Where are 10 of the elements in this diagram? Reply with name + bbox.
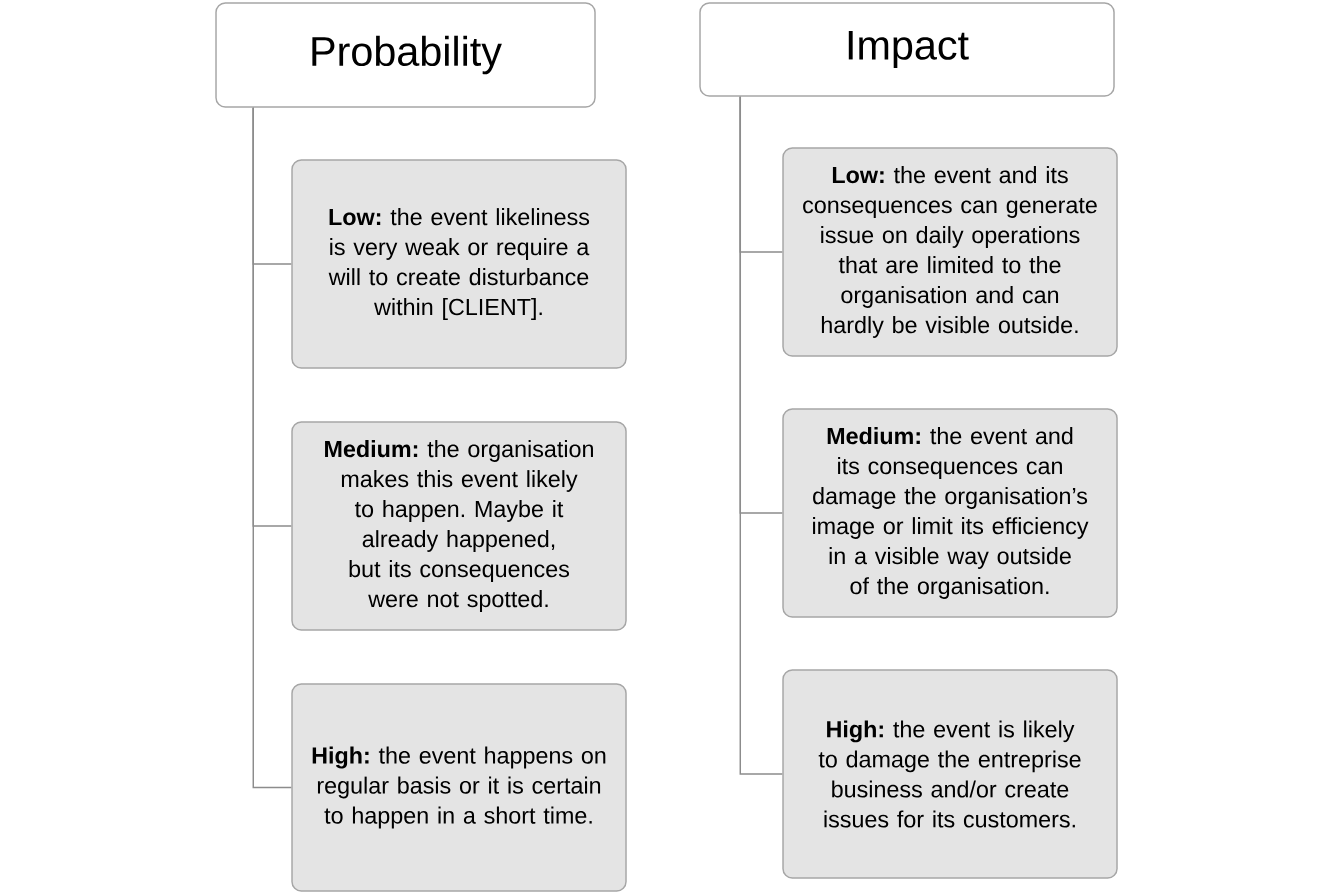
connector-line [252, 107, 292, 789]
level-box: Medium: the organisation makes this event likely to happen. Maybe it already happened, but its consequences were not spotted. [291, 421, 627, 631]
level-box: Low: the event likeliness is very weak or require a will to create disturbance within [CLIENT]. [291, 159, 627, 369]
level-box: Low: the event and its consequences can generate issue on daily operations that are limited to the organisation and can hardly be visible outside. [782, 147, 1118, 357]
level-box: High: the event happens on regular basis or it is certain to happen in a short time. [291, 683, 627, 892]
level-box: Medium: the event and its consequences can damage the organisation’s image or limit its efficiency in a visible way outside of the organisation. [782, 408, 1118, 618]
level-box: High: the event is likely to damage the entreprise business and/or create issues for its customers. [782, 669, 1118, 879]
category-header-box: Impact [699, 2, 1115, 97]
category-header-box: Probability [215, 2, 596, 108]
connector-line [739, 96, 783, 775]
